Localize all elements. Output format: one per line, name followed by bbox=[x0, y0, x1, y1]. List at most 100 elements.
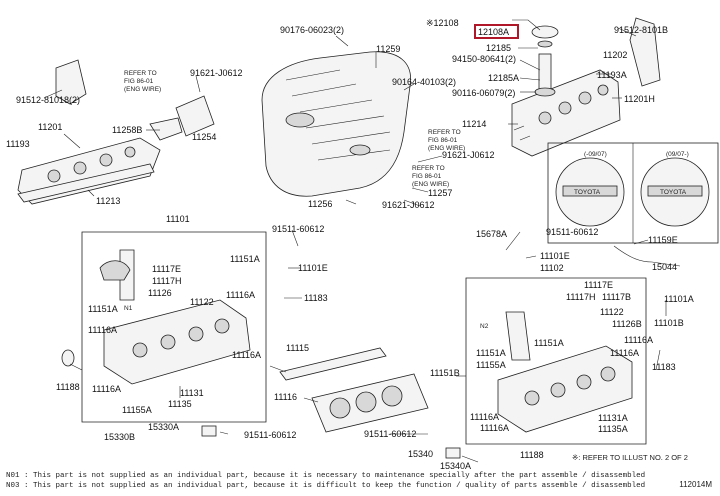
bolt-15330[interactable] bbox=[201, 425, 217, 437]
label-90164[interactable]: 90164-40103(2) bbox=[392, 77, 456, 87]
inset-head-a: (-09/07) bbox=[584, 151, 607, 158]
label-11102[interactable]: 11102 bbox=[540, 263, 564, 273]
label-12185[interactable]: 12185 bbox=[486, 43, 511, 53]
cylinder-head-right[interactable] bbox=[497, 311, 633, 433]
label-11122-a[interactable]: 11122 bbox=[190, 297, 214, 307]
label-15330A[interactable]: 15330A bbox=[148, 422, 179, 432]
label-11117H-a[interactable]: 11117H bbox=[152, 276, 182, 286]
bracket-top-right[interactable] bbox=[629, 17, 661, 87]
label-11131A[interactable]: 11131A bbox=[598, 413, 628, 423]
label-15340[interactable]: 15340 bbox=[408, 449, 433, 459]
label-11201[interactable]: 11201 bbox=[38, 122, 62, 132]
note-n1-left: N1 bbox=[124, 305, 133, 312]
callouts: ※12108 12108A 91512-8101B 12185 11202 94… bbox=[6, 18, 694, 471]
label-11101A[interactable]: 11101A bbox=[664, 294, 694, 304]
bracket-11254[interactable] bbox=[149, 95, 215, 141]
label-11151A-c[interactable]: 11151A bbox=[476, 348, 506, 358]
label-11155A-b[interactable]: 11155A bbox=[476, 360, 506, 370]
label-11259[interactable]: 11259 bbox=[376, 44, 400, 54]
label-91512-8101B[interactable]: 91512-8101B bbox=[614, 25, 668, 35]
label-15678A[interactable]: 15678A bbox=[476, 229, 507, 239]
label-11256[interactable]: 11256 bbox=[308, 199, 332, 209]
label-11117E-b[interactable]: 11117E bbox=[584, 280, 613, 290]
label-11101B[interactable]: 11101B bbox=[654, 318, 684, 328]
label-11117H-b[interactable]: 11117H bbox=[566, 292, 596, 302]
footnote-n01: N01 : This part is not supplied as an in… bbox=[6, 472, 646, 480]
label-11201H[interactable]: 11201H bbox=[624, 94, 655, 104]
bolt-15340[interactable] bbox=[445, 447, 461, 459]
label-11213[interactable]: 11213 bbox=[96, 196, 120, 206]
bracket-top-left[interactable] bbox=[55, 59, 87, 105]
label-11151A-d[interactable]: 11151A bbox=[534, 338, 564, 348]
label-11183-b[interactable]: 11183 bbox=[652, 362, 676, 372]
label-11188[interactable]: 11188 bbox=[56, 382, 80, 392]
label-11155A-a[interactable]: 11155A bbox=[122, 405, 152, 415]
label-11193[interactable]: 11193 bbox=[6, 139, 30, 149]
footnote-n03: N03 : This part is not supplied as an in… bbox=[6, 482, 646, 490]
label-11116A-d[interactable]: 11116A bbox=[92, 384, 121, 394]
cylinder-head-cover-right[interactable] bbox=[511, 69, 621, 157]
label-11188-b[interactable]: 11188 bbox=[520, 450, 544, 460]
label-11151A-a[interactable]: 11151A bbox=[230, 254, 260, 264]
label-11122-b[interactable]: 11122 bbox=[600, 307, 624, 317]
label-11101[interactable]: 11101 bbox=[166, 214, 190, 224]
label-11193A[interactable]: 11193A bbox=[597, 70, 627, 80]
label-11159E[interactable]: 11159E bbox=[648, 235, 678, 245]
label-91511-60612-a[interactable]: 91511-60612 bbox=[244, 430, 296, 440]
label-15330B[interactable]: 15330B bbox=[104, 432, 135, 442]
label-91621-J0612-b[interactable]: 91621-J0612 bbox=[382, 200, 435, 210]
label-11183-a[interactable]: 11183 bbox=[304, 293, 328, 303]
label-11135-a[interactable]: 11135 bbox=[168, 399, 192, 409]
label-11214[interactable]: 11214 bbox=[462, 119, 486, 129]
label-11254[interactable]: 11254 bbox=[192, 132, 216, 142]
label-94150[interactable]: 94150-80641(2) bbox=[452, 54, 516, 64]
plug-11188[interactable] bbox=[61, 349, 75, 367]
cylinder-head-left-box bbox=[81, 231, 267, 423]
label-11116A-e[interactable]: 11116A bbox=[624, 335, 653, 345]
label-11116[interactable]: 11116 bbox=[274, 392, 297, 402]
label-91621-J0612-c[interactable]: 91621-J0612 bbox=[190, 68, 243, 78]
label-11126-a[interactable]: 11126 bbox=[148, 288, 172, 298]
label-11115[interactable]: 11115 bbox=[286, 343, 309, 353]
label-12108[interactable]: ※12108 bbox=[426, 18, 459, 28]
label-90116[interactable]: 90116-06079(2) bbox=[452, 88, 515, 98]
label-11116A-c[interactable]: 11116A bbox=[232, 350, 261, 360]
label-11101E-b[interactable]: 11101E bbox=[540, 251, 570, 261]
head-gasket-11115[interactable] bbox=[279, 347, 387, 381]
label-11151B[interactable]: 11151B bbox=[430, 368, 460, 378]
label-91512-8101B-left[interactable]: 91512-81018(2) bbox=[16, 95, 80, 105]
label-11116A-f[interactable]: 11116A bbox=[610, 348, 639, 358]
label-11116A-b[interactable]: 11116A bbox=[88, 325, 117, 335]
head-cover-gasket-left[interactable] bbox=[17, 163, 155, 203]
label-11258B[interactable]: 11258B bbox=[112, 125, 142, 135]
label-90176[interactable]: 90176-06023(2) bbox=[280, 25, 344, 35]
label-11135A[interactable]: 11135A bbox=[598, 424, 628, 434]
oil-filler-cap[interactable] bbox=[531, 25, 559, 97]
label-91621-J0612-a[interactable]: 91621-J0612 bbox=[442, 150, 495, 160]
label-11116A-a[interactable]: 11116A bbox=[226, 290, 255, 300]
label-12108A[interactable]: 12108A bbox=[478, 27, 509, 37]
cylinder-head-left[interactable] bbox=[99, 249, 251, 385]
inset-cap-a: TOYOTA bbox=[574, 189, 601, 196]
label-11131-a[interactable]: 11131 bbox=[180, 388, 204, 398]
engine-cover[interactable] bbox=[261, 51, 412, 197]
label-91511-60612-b[interactable]: 91511-60612 bbox=[272, 224, 324, 234]
label-11101E[interactable]: 11101E bbox=[298, 263, 328, 273]
label-11202[interactable]: 11202 bbox=[603, 50, 627, 60]
label-11117B[interactable]: 11117B bbox=[602, 292, 631, 302]
label-15340A[interactable]: 15340A bbox=[440, 461, 471, 471]
label-91511-60612-c[interactable]: 91511-60612 bbox=[364, 429, 416, 439]
label-11257[interactable]: 11257 bbox=[428, 188, 452, 198]
oil-level-pipe-15044[interactable] bbox=[613, 245, 681, 267]
label-11126B[interactable]: 11126B bbox=[612, 319, 642, 329]
inset-head-b: (09/07-) bbox=[666, 151, 689, 158]
label-12185A[interactable]: 12185A bbox=[488, 73, 519, 83]
label-91511-60612-d[interactable]: 91511-60612 bbox=[546, 227, 598, 237]
label-11116A-h[interactable]: 11116A bbox=[480, 423, 509, 433]
head-gasket-11116[interactable] bbox=[311, 373, 429, 433]
label-11151A-b[interactable]: 11151A bbox=[88, 304, 118, 314]
label-11116A-g[interactable]: 11116A bbox=[470, 412, 499, 422]
label-11117E-a[interactable]: 11117E bbox=[152, 264, 181, 274]
label-15044[interactable]: 15044 bbox=[652, 262, 677, 272]
refer-note-a: REFER TO bbox=[428, 129, 461, 136]
